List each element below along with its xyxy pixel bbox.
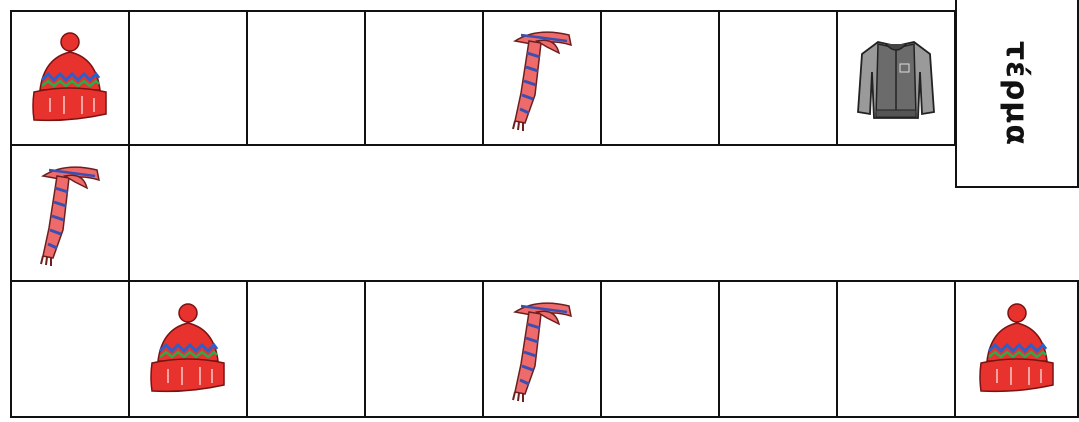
board-square-6[interactable]: [600, 10, 720, 146]
board-square-b1[interactable]: [10, 280, 130, 418]
board-square-4[interactable]: [364, 10, 484, 146]
scarf-icon: [507, 294, 577, 404]
board-square-3[interactable]: [246, 10, 366, 146]
hat-icon: [148, 299, 228, 399]
finish-label: τέρμα: [999, 40, 1034, 145]
board-square-b6[interactable]: [600, 280, 720, 418]
board-square-b3[interactable]: [246, 280, 366, 418]
board-square-1[interactable]: [10, 10, 130, 146]
hat-icon: [977, 299, 1057, 399]
hat-icon: [30, 28, 110, 128]
scarf-icon: [35, 158, 105, 268]
board-square-b5[interactable]: [482, 280, 602, 418]
board-square-5[interactable]: [482, 10, 602, 146]
board-square-b9[interactable]: [954, 280, 1079, 418]
board-square-b2[interactable]: [128, 280, 248, 418]
board-square-b7[interactable]: [718, 280, 838, 418]
scarf-icon: [507, 23, 577, 133]
board-square-8[interactable]: [836, 10, 956, 146]
finish-box: τέρμα: [955, 0, 1079, 188]
board-square-b8[interactable]: [836, 280, 956, 418]
board-square-b4[interactable]: [364, 280, 484, 418]
board-square-7[interactable]: [718, 10, 838, 146]
jacket-icon: [856, 32, 936, 124]
board-square-2[interactable]: [128, 10, 248, 146]
board-square-connector[interactable]: [10, 144, 130, 282]
